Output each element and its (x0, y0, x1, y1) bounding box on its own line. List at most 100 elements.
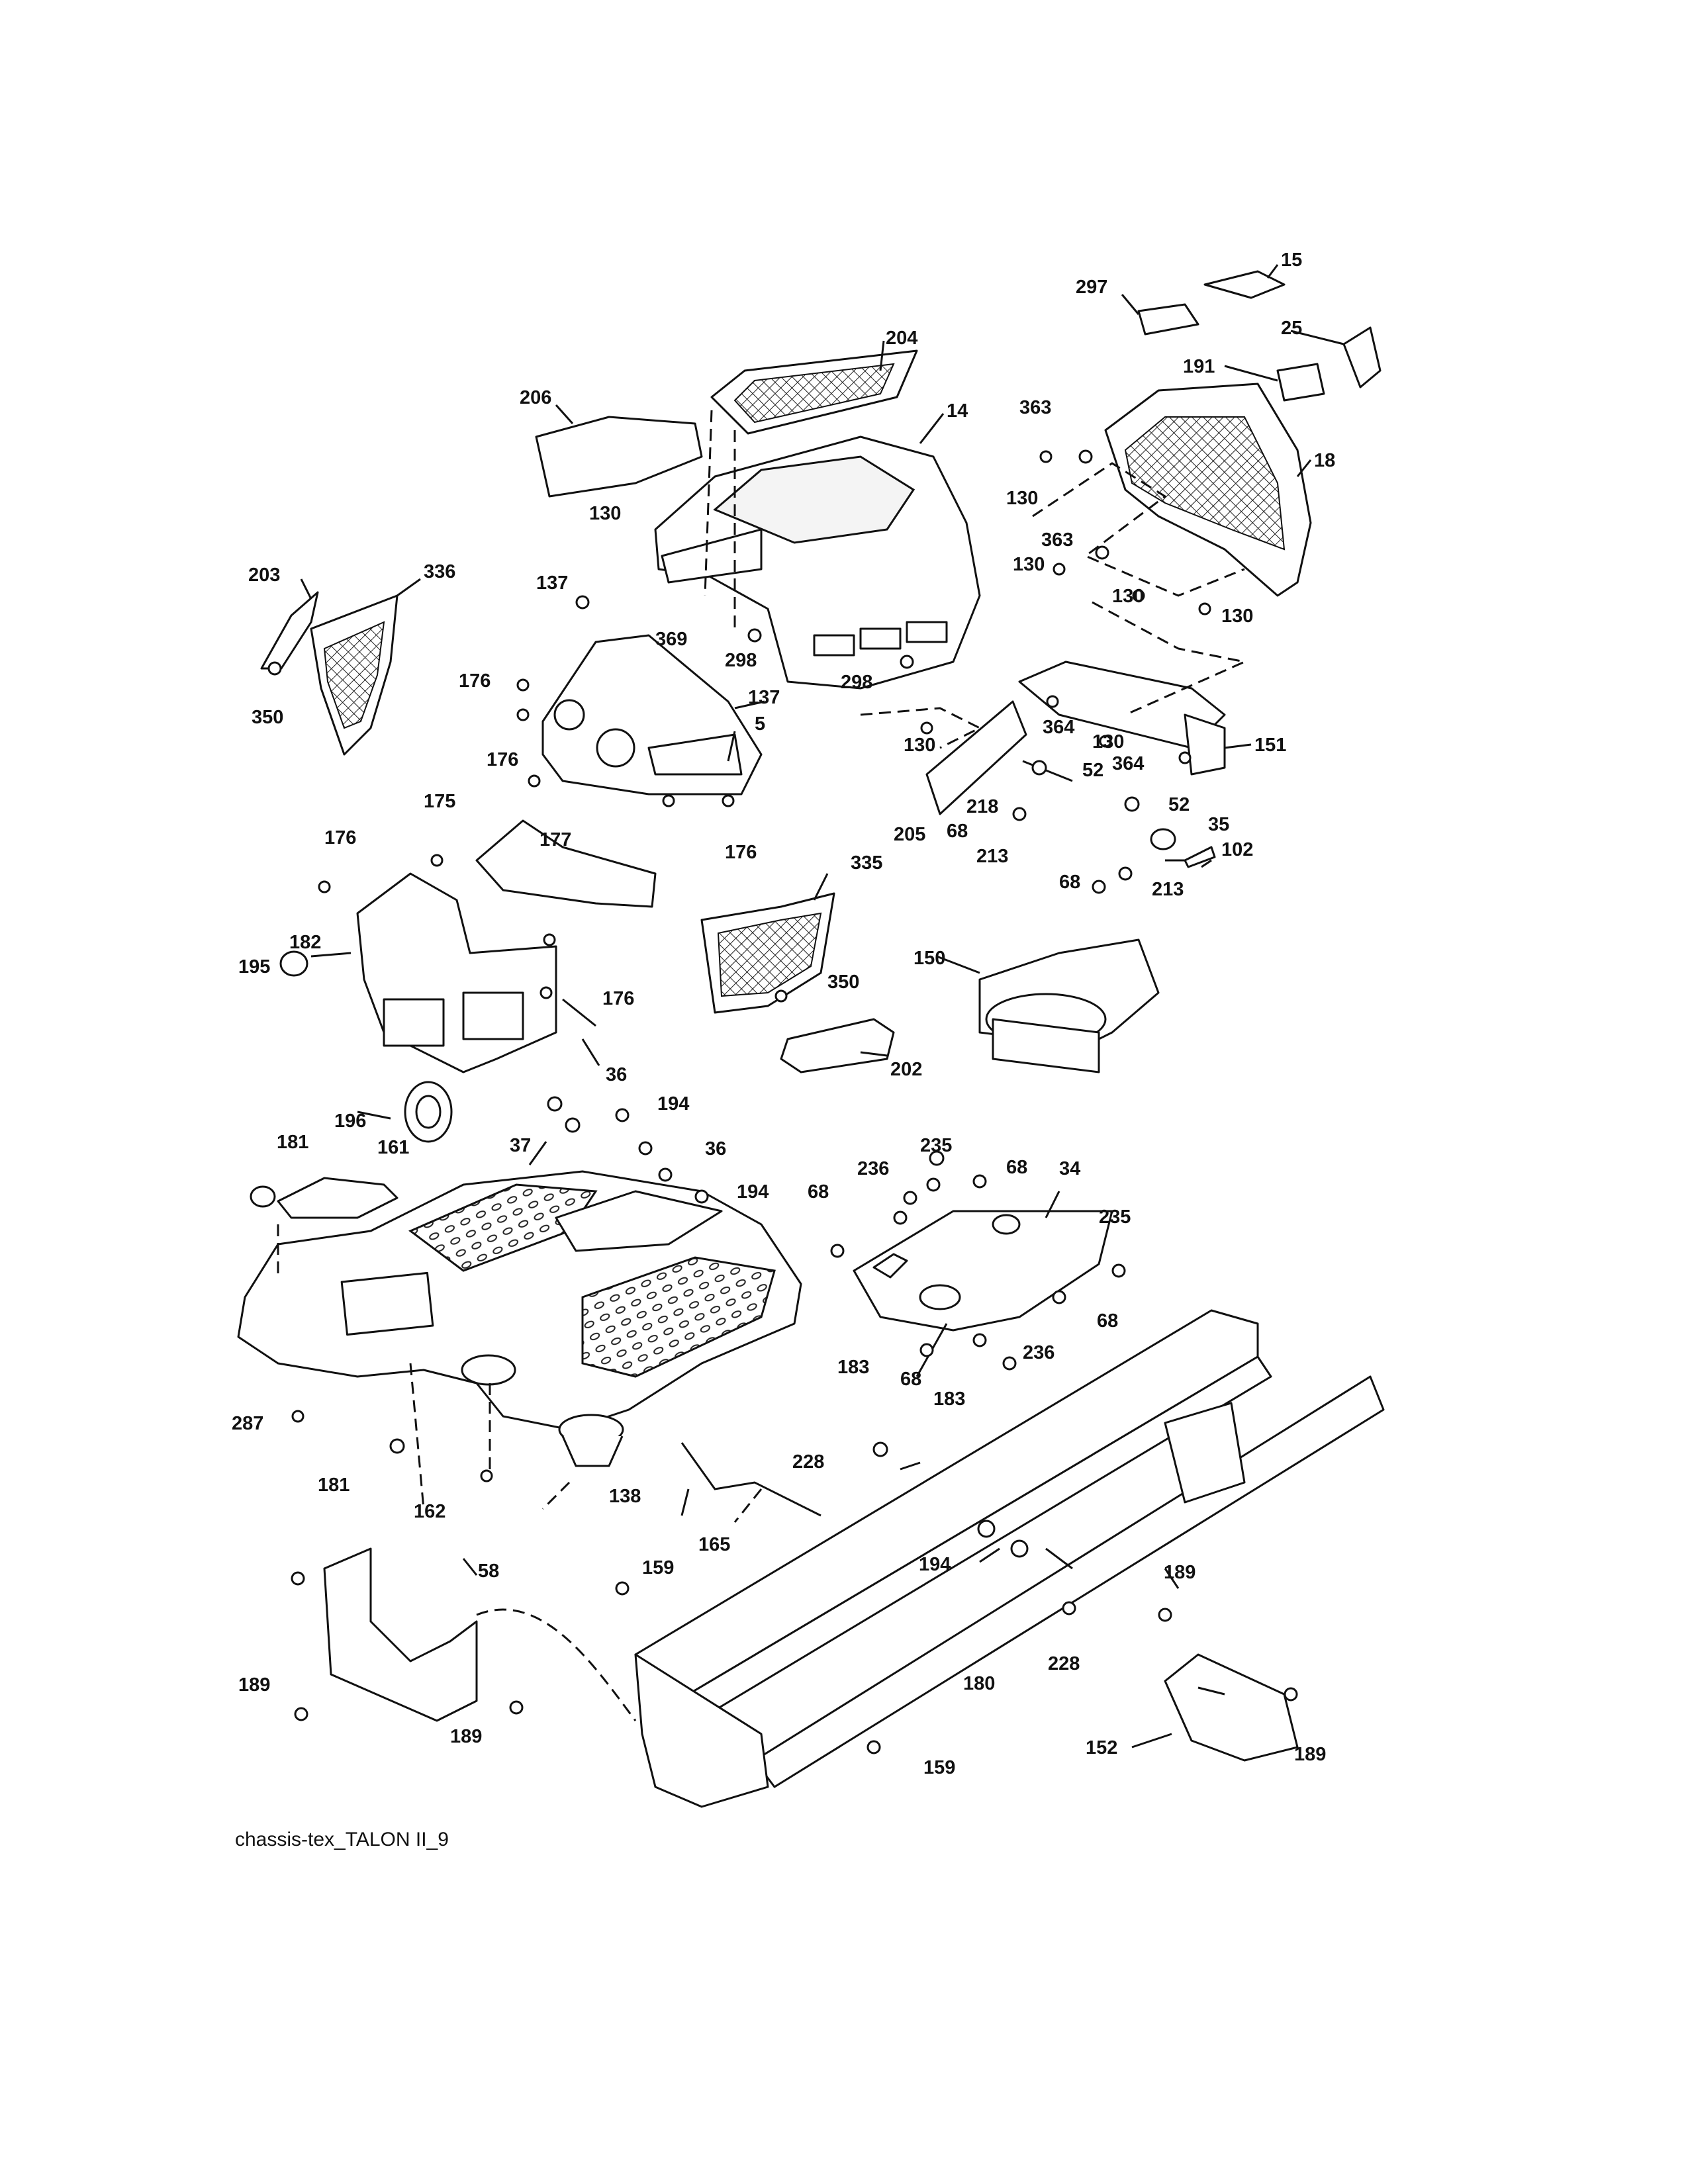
part-191-pad (1276, 363, 1325, 402)
callout-363a: 363 (1019, 397, 1051, 418)
part-175-bracket (475, 819, 657, 908)
assembly-lines (277, 410, 1248, 1721)
callout-364b: 364 (1112, 753, 1144, 774)
callout-161: 161 (377, 1137, 409, 1158)
callout-176a: 176 (459, 670, 491, 692)
callout-68c: 68 (1006, 1157, 1027, 1178)
callout-189d: 189 (1294, 1744, 1326, 1765)
callout-37: 37 (510, 1135, 531, 1156)
callout-213a: 213 (976, 846, 1008, 867)
callout-150: 150 (914, 948, 945, 969)
callout-151: 151 (1254, 735, 1286, 756)
callout-138: 138 (609, 1486, 641, 1507)
callout-350b: 350 (827, 972, 859, 993)
part-297-pad (1137, 303, 1199, 336)
callout-130f: 130 (1092, 731, 1124, 752)
callout-152: 152 (1086, 1737, 1117, 1758)
part-202-handle (780, 1018, 895, 1073)
callout-68e: 68 (1097, 1310, 1118, 1332)
callout-176b: 176 (487, 749, 518, 770)
callout-25: 25 (1281, 318, 1302, 339)
callout-196: 196 (334, 1111, 366, 1132)
callout-181a: 181 (277, 1132, 308, 1153)
callout-335: 335 (851, 852, 882, 874)
callout-34: 34 (1059, 1158, 1080, 1179)
callout-336: 336 (424, 561, 455, 582)
callout-58: 58 (478, 1561, 499, 1582)
part-336-side-grille (310, 594, 399, 756)
callout-235a: 235 (920, 1135, 952, 1156)
callout-130a: 130 (1006, 488, 1038, 509)
part-25-lens (1342, 326, 1382, 388)
callout-36a: 36 (606, 1064, 627, 1085)
part-204-hood-insert (710, 349, 918, 435)
callout-189c: 189 (450, 1726, 482, 1747)
callout-182: 182 (289, 932, 321, 953)
callout-287: 287 (232, 1413, 263, 1434)
callout-130c: 130 (1013, 554, 1045, 575)
callout-228b: 228 (1048, 1653, 1080, 1674)
callout-162: 162 (414, 1501, 445, 1522)
part-37-floor-pan (237, 1170, 802, 1431)
callouts: 15 297 204 25 191 206 14 363 18 130 130 … (232, 250, 1335, 1778)
callout-15: 15 (1281, 250, 1302, 271)
leader-lines (300, 264, 1344, 1749)
callout-35: 35 (1208, 814, 1229, 835)
callout-350a: 350 (252, 707, 283, 728)
part-151-bracket (1018, 660, 1226, 776)
callout-194b: 194 (737, 1181, 769, 1203)
callout-159a: 159 (642, 1557, 674, 1578)
callout-52b: 52 (1168, 794, 1190, 815)
callout-177: 177 (539, 829, 571, 850)
part-18-grille (1104, 383, 1312, 597)
callout-176e: 176 (602, 988, 634, 1009)
part-35-washer (1150, 828, 1176, 850)
callout-218: 218 (966, 796, 998, 817)
callout-159b: 159 (923, 1757, 955, 1778)
part-58-bracket (323, 1547, 478, 1722)
callout-298b: 298 (841, 672, 872, 693)
callout-36b: 36 (705, 1138, 726, 1160)
callout-5: 5 (755, 713, 765, 735)
callout-203: 203 (248, 565, 280, 586)
part-205-cover (925, 700, 1027, 815)
part-180-frame (634, 1309, 1385, 1808)
callout-228a: 228 (792, 1451, 824, 1473)
callout-165: 165 (698, 1534, 730, 1555)
part-5-dash (541, 634, 763, 796)
part-206-bracket (535, 416, 703, 498)
part-14-hood (654, 435, 981, 690)
part-34-plate (853, 1210, 1113, 1332)
callout-189b: 189 (238, 1674, 270, 1696)
fasteners (267, 449, 1298, 1754)
part-161-boot (404, 1081, 453, 1143)
callout-194c: 194 (919, 1554, 951, 1575)
part-138-boot (558, 1414, 624, 1467)
callout-137a: 137 (536, 572, 568, 594)
part-335-side-panel (700, 892, 835, 1014)
callout-14: 14 (947, 400, 968, 422)
callout-364a: 364 (1043, 717, 1074, 738)
callout-236a: 236 (857, 1158, 889, 1179)
part-182-front-panel (356, 872, 557, 1073)
callout-297: 297 (1076, 277, 1107, 298)
callout-130g: 130 (904, 735, 935, 756)
diagram-caption: chassis-tex_TALON II_9 (235, 1829, 449, 1850)
callout-183a: 183 (837, 1357, 869, 1378)
callout-175: 175 (424, 791, 455, 812)
part-152-plate (1164, 1653, 1299, 1762)
callout-213b: 213 (1152, 879, 1184, 900)
callout-18: 18 (1314, 450, 1335, 471)
callout-176d: 176 (725, 842, 757, 863)
callout-363b: 363 (1041, 529, 1073, 551)
callout-180: 180 (963, 1673, 995, 1694)
callout-236b: 236 (1023, 1342, 1055, 1363)
callout-189a: 189 (1164, 1562, 1196, 1583)
callout-181b: 181 (318, 1475, 350, 1496)
part-196-plate (277, 1177, 399, 1219)
callout-194a: 194 (657, 1093, 689, 1115)
callout-204: 204 (886, 328, 917, 349)
part-181-plug (250, 1185, 276, 1208)
part-150-shroud (978, 938, 1160, 1073)
